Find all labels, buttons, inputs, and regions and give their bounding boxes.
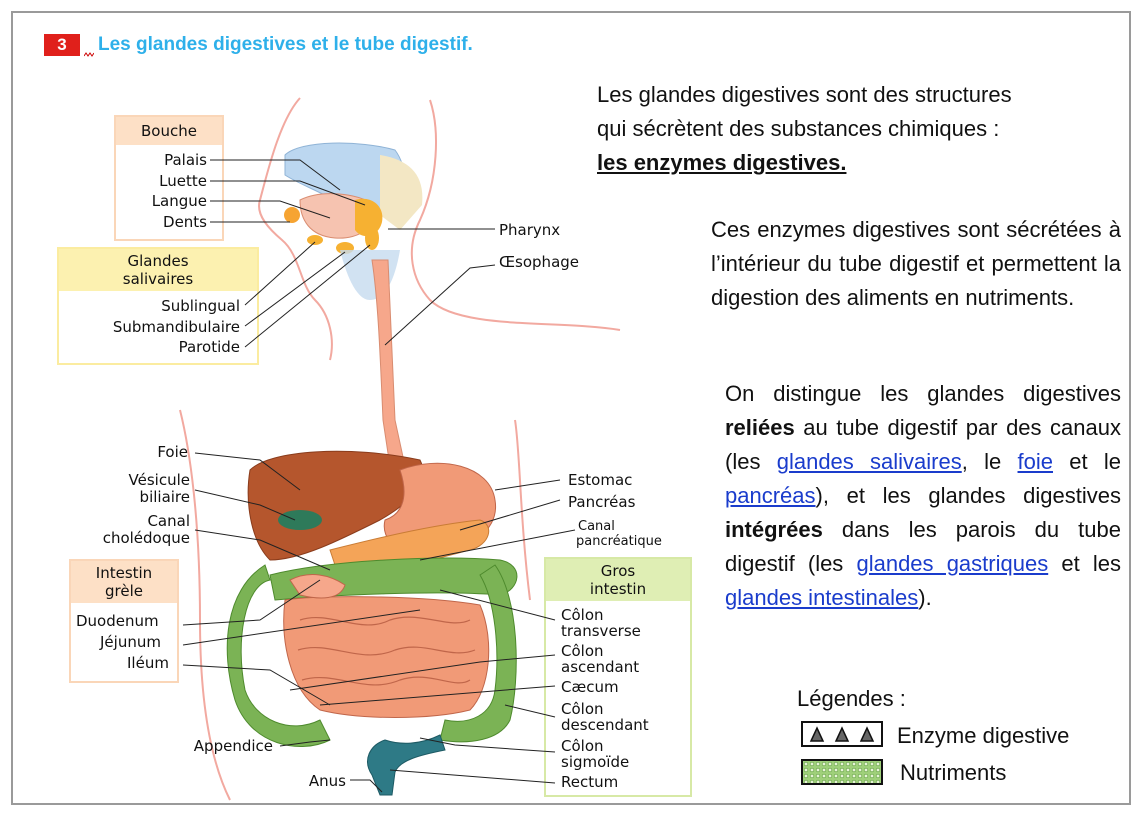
p3-bold-reliees: reliées: [725, 415, 795, 440]
box-intestin-title-2: grèle: [105, 582, 143, 600]
label-colon-transverse-1: Côlon: [561, 606, 604, 624]
box-bouche-title: Bouche: [141, 122, 197, 140]
label-sublingual: Sublingual: [161, 297, 240, 315]
body-outline: [179, 97, 621, 801]
link-glandes-intestinales[interactable]: glandes intestinales: [725, 585, 919, 610]
label-canal-pancreatique-2: pancréatique: [576, 534, 662, 549]
page-frame: [11, 11, 1131, 805]
legend-enzyme-swatch: [801, 721, 883, 747]
parotid-gland: [365, 226, 379, 250]
glands-paragraph: On distingue les glandes digestives reli…: [725, 377, 1121, 615]
palate-uvula: [355, 198, 383, 237]
label-vesicule-2: biliaire: [140, 488, 190, 506]
larynx: [340, 250, 400, 300]
label-ileum: Iléum: [127, 654, 169, 672]
label-parotide: Parotide: [179, 338, 240, 356]
label-jejunum: Jéjunum: [99, 633, 161, 651]
box-intestin-title-1: Intestin: [96, 564, 152, 582]
label-canal-pancreatique-1: Canal: [578, 519, 615, 534]
enzymes-paragraph: Ces enzymes digestives sont sécrétées à …: [711, 217, 1121, 310]
label-anus: Anus: [309, 772, 346, 790]
label-estomac: Estomac: [568, 471, 632, 489]
p3-text-e: et le: [1053, 449, 1121, 474]
intro-paragraph: Les glandes digestives sont des structur…: [597, 78, 1117, 180]
box-intestin-grele: Intestin grèle: [69, 559, 179, 683]
label-colon-descendant-1: Côlon: [561, 700, 604, 718]
p3-text-c: au tube digestif par des canaux (les: [725, 415, 1121, 474]
p3-text-d: , le: [961, 449, 1018, 474]
p3-text-j: ).: [918, 585, 932, 610]
box-glandes-title-1: Glandes: [127, 252, 188, 270]
link-glandes-gastriques[interactable]: glandes gastriques: [856, 551, 1049, 576]
legend-enzyme-label: Enzyme digestive: [897, 723, 1070, 748]
label-vesicule-1: Vésicule: [129, 471, 190, 489]
label-appendice: Appendice: [194, 737, 273, 755]
gallbladder: [278, 510, 322, 530]
label-colon-transverse-2: transverse: [561, 622, 641, 640]
sigmoid-colon-rectum: [367, 734, 446, 796]
box-gros-intestin: Gros intestin: [544, 557, 692, 797]
p3-text-f: ), et les glandes digestives: [815, 483, 1121, 508]
intestine-folds: [297, 616, 476, 686]
label-caecum: Cæcum: [561, 678, 619, 696]
box-gros-title-2: intestin: [590, 580, 646, 598]
teeth: [284, 207, 300, 223]
enzyme-triangles-icon: [809, 726, 875, 742]
duodenum-shape: [289, 574, 346, 599]
legend-nutriments-swatch: [801, 759, 883, 785]
intro-line-2: qui sécrètent des substances chimiques :: [597, 116, 1000, 141]
label-canal-choledoque-2: cholédoque: [103, 529, 190, 547]
esophagus: [371, 259, 409, 481]
box-glandes-salivaires: Glandes salivaires: [57, 247, 259, 365]
label-colon-ascendant-2: ascendant: [561, 658, 639, 676]
label-canal-choledoque-1: Canal: [147, 512, 190, 530]
label-palais: Palais: [164, 151, 207, 169]
p3-bold-integrees: intégrées: [725, 517, 823, 542]
link-foie[interactable]: foie: [1017, 449, 1053, 474]
p3-text-i: et les: [1048, 551, 1121, 576]
label-pharynx: Pharynx: [499, 221, 560, 239]
box-bouche: Bouche: [114, 115, 224, 241]
section-title: Les glandes digestives et le tube digest…: [98, 34, 473, 55]
label-submandibulaire: Submandibulaire: [113, 318, 240, 336]
label-colon-descendant-2: descendant: [561, 716, 649, 734]
sublingual-gland: [307, 235, 323, 245]
liver: [247, 450, 424, 561]
legend-nutriments-label: Nutriments: [900, 760, 1007, 785]
skull-region: [380, 155, 423, 230]
spellcheck-squiggle: [84, 52, 94, 57]
p3-text-h: dans les parois du tube digestif (les: [725, 517, 1121, 576]
link-pancreas[interactable]: pancréas: [725, 483, 816, 508]
section-number-badge: 3: [44, 34, 80, 56]
intro-emphasis: les enzymes digestives.: [597, 150, 847, 175]
legend-title: Légendes :: [797, 686, 906, 711]
leader-lines: [182, 159, 576, 793]
box-glandes-title-2: salivaires: [123, 270, 194, 288]
label-colon-sigmoide-1: Côlon: [561, 737, 604, 755]
label-rectum: Rectum: [561, 773, 618, 791]
p3-text-a: On distingue les glandes digestives: [725, 381, 1121, 406]
diagram-labels: Palais Luette Langue Dents Sublingual Su…: [76, 151, 662, 791]
intro-line-1: Les glandes digestives sont des structur…: [597, 82, 1012, 107]
link-glandes-salivaires[interactable]: glandes salivaires: [776, 449, 962, 474]
label-foie: Foie: [157, 443, 188, 461]
label-luette: Luette: [159, 172, 207, 190]
label-oesophage: Œsophage: [499, 253, 579, 271]
box-gros-title-1: Gros: [601, 562, 636, 580]
label-dents: Dents: [163, 213, 207, 231]
label-colon-ascendant-1: Côlon: [561, 642, 604, 660]
label-duodenum: Duodenum: [76, 612, 159, 630]
digestive-system-diagram: Bouche Glandes salivaires Intestin grèle…: [57, 97, 692, 801]
nutriments-pattern-icon: [803, 761, 881, 783]
label-colon-sigmoide-2: sigmoïde: [561, 753, 629, 771]
label-pancreas: Pancréas: [568, 493, 636, 511]
label-langue: Langue: [152, 192, 207, 210]
